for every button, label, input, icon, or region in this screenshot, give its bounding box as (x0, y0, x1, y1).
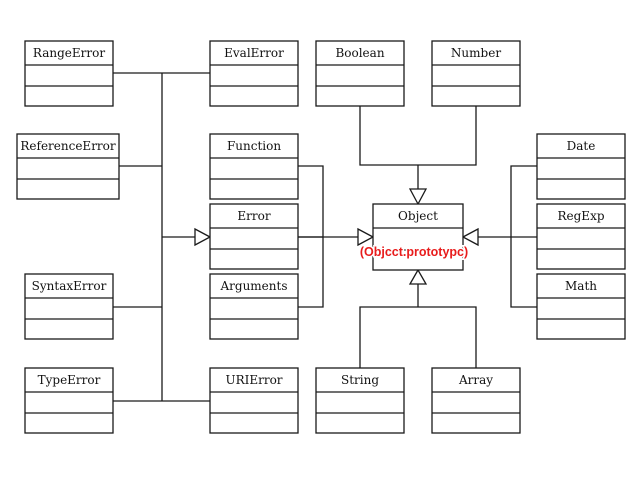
class-name-referenceerror: ReferenceError (20, 139, 116, 153)
class-name-number: Number (451, 46, 501, 60)
class-name-date: Date (567, 139, 596, 153)
class-function: Function (209, 133, 299, 200)
class-regexp: RegExp (536, 203, 626, 270)
class-name-boolean: Boolean (335, 46, 384, 60)
generalization-arrow-object-top (408, 188, 428, 206)
generalization-arrow-object-right (461, 227, 479, 247)
object-prototype-annotation: (Objcct.prototypc) (360, 245, 468, 259)
class-syntaxerror: SyntaxError (24, 273, 114, 340)
class-name-syntaxerror: SyntaxError (32, 279, 107, 293)
class-array: Array (431, 367, 521, 434)
connector-string-array (359, 306, 477, 368)
generalization-arrow-object-left (357, 227, 375, 247)
generalization-arrow-object-bottom (408, 268, 428, 285)
connectors (113, 72, 537, 402)
class-number: Number (431, 40, 521, 107)
class-name-error: Error (237, 209, 270, 223)
class-name-urierror: URIError (225, 373, 282, 387)
generalization-arrow-error (194, 227, 212, 247)
class-name-regexp: RegExp (557, 209, 604, 223)
class-name-array: Array (458, 373, 493, 387)
class-arguments: Arguments (209, 273, 299, 340)
class-name-typeerror: TypeError (38, 373, 101, 387)
class-object: Object (372, 203, 464, 271)
class-name-string: String (341, 373, 379, 387)
class-date: Date (536, 133, 626, 200)
class-typeerror: TypeError (24, 367, 114, 434)
class-name-evalerror: EvalError (224, 46, 284, 60)
connector-boolean-number (359, 106, 477, 166)
class-name-function: Function (227, 139, 281, 153)
class-boolean: Boolean (315, 40, 405, 107)
class-referenceerror: ReferenceError (16, 133, 120, 200)
class-urierror: URIError (209, 367, 299, 434)
class-evalerror: EvalError (209, 40, 299, 107)
class-name-object: Object (398, 209, 438, 223)
class-name-arguments: Arguments (219, 279, 287, 293)
class-math: Math (536, 273, 626, 340)
class-name-math: Math (565, 279, 597, 293)
class-rangeerror: RangeError (24, 40, 114, 107)
class-error: Error (209, 203, 299, 270)
class-name-rangeerror: RangeError (33, 46, 105, 60)
class-string: String (315, 367, 405, 434)
